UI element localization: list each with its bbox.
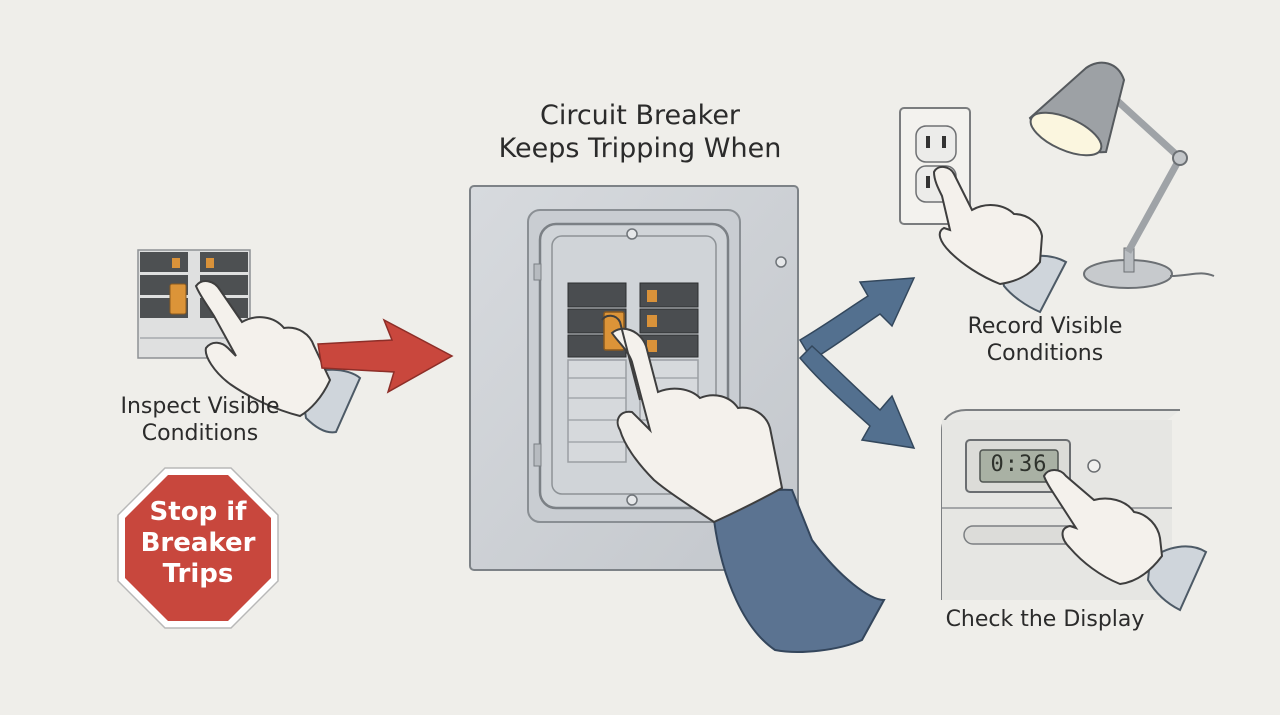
stop-line-1: Stop if [149,497,247,527]
timer-readout: 0:36 [990,452,1048,477]
record-line-1: Record Visible [967,314,1123,339]
title-line-1: Circuit Breaker [539,100,741,131]
stop-sign-icon [117,467,279,629]
desk-lamp-icon [1028,61,1215,289]
display-line: Check the Display [945,607,1145,632]
stop-line-3: Trips [162,559,234,590]
arrow-right-icon [317,318,454,394]
branch-arrows-icon [798,277,916,449]
display-pointing-hand-icon [1042,469,1208,612]
title-line-2: Keeps Tripping When [498,132,782,164]
inspect-line-1: Inspect Visible [120,394,280,419]
record-line-2: Conditions [986,340,1104,366]
stop-line-2: Breaker [140,528,256,559]
pointing-hand-icon [601,314,886,653]
inspect-step-label: Inspect Visible Conditions [90,394,310,448]
outlet-pointing-hand-icon [932,166,1068,314]
stop-sign-text: Stop if Breaker Trips [122,497,274,591]
record-step-label: Record Visible Conditions [935,314,1155,368]
inspect-line-2: Conditions [141,420,259,446]
diagram-title: Circuit Breaker Keeps Tripping When [470,100,810,166]
left-pointing-hand-icon [194,280,362,434]
display-step-label: Check the Display [915,607,1175,634]
